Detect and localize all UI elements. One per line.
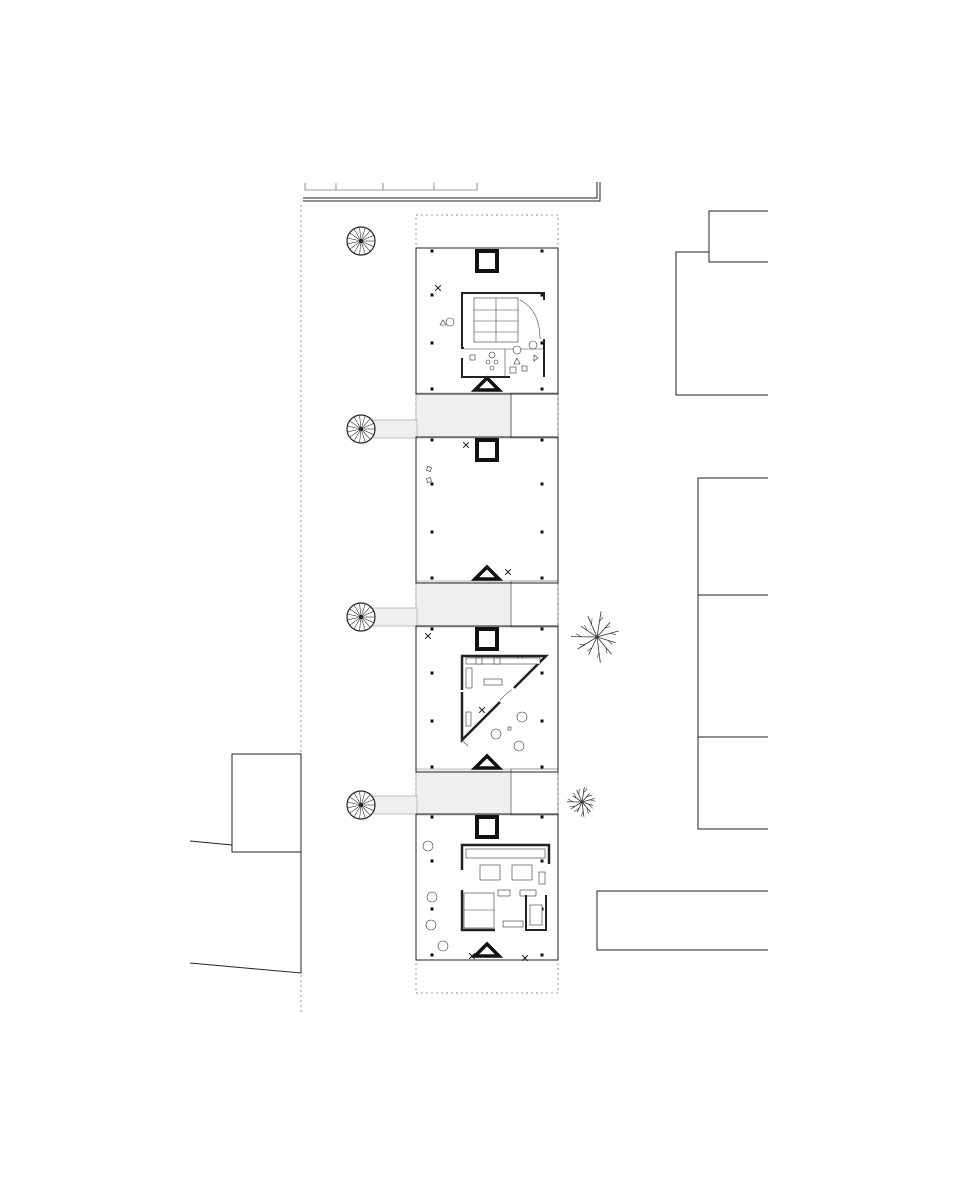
column-post: [540, 341, 544, 345]
column-post: [430, 859, 434, 863]
pavilion-deck: [415, 436, 559, 584]
plant-icon: [521, 954, 529, 962]
column-post: [540, 815, 544, 819]
pavilion-2: [415, 436, 559, 584]
spiral-stairs: [346, 226, 418, 820]
spiral-stair-icon: [346, 226, 376, 256]
plant-icon: [462, 441, 470, 449]
column-post: [540, 627, 544, 631]
column-post: [430, 953, 434, 957]
chimney-square-icon: [475, 627, 499, 651]
bridge-3: [415, 768, 512, 816]
chimney-square-icon: [475, 249, 499, 273]
column-post: [430, 341, 434, 345]
stair-newel: [359, 427, 363, 431]
pavilion-1-interior: [439, 292, 545, 378]
triangle-column-icon: [470, 753, 504, 770]
column-post: [540, 859, 544, 863]
spiral-stair-icon: [346, 602, 418, 632]
column-post: [430, 627, 434, 631]
column-post: [540, 293, 544, 297]
tree-icon: [570, 611, 620, 663]
column-post: [540, 387, 544, 391]
pavilion-1: [415, 247, 559, 395]
triangle-column-icon: [470, 941, 504, 958]
pavilion-2-furniture: [426, 466, 432, 483]
plant-icon: [478, 706, 486, 714]
column-post: [430, 482, 434, 486]
column-post: [430, 576, 434, 580]
tree-icon: [566, 787, 596, 817]
column-post: [540, 953, 544, 957]
pavilions: [415, 247, 559, 962]
plant-icon: [424, 632, 432, 640]
chimney-square-icon: [475, 438, 499, 462]
column-post: [540, 719, 544, 723]
stair-newel: [359, 239, 363, 243]
column-post: [430, 530, 434, 534]
bridges: [415, 392, 559, 816]
column-post: [540, 482, 544, 486]
column-post: [540, 249, 544, 253]
column-post: [430, 438, 434, 442]
stair-newel: [359, 615, 363, 619]
column-post: [430, 249, 434, 253]
column-post: [540, 438, 544, 442]
triangle-column-icon: [470, 564, 504, 581]
column-post: [430, 387, 434, 391]
column-post: [540, 671, 544, 675]
trees: [566, 611, 620, 817]
stair-newel: [359, 803, 363, 807]
pavilion-deck: [415, 813, 559, 961]
neighbor-buildings-left: [189, 753, 302, 974]
column-post: [430, 293, 434, 297]
triangle-column-icon: [470, 375, 504, 392]
plant-icon: [434, 284, 442, 292]
column-post: [540, 576, 544, 580]
pavilion-4-interior: [422, 840, 551, 952]
neighbor-buildings-right: [596, 210, 768, 951]
column-post: [430, 671, 434, 675]
bridge-2: [415, 580, 512, 628]
plant-icon: [468, 952, 476, 960]
spiral-stair-icon: [346, 790, 418, 820]
column-post: [540, 765, 544, 769]
pavilion-3-interior: [460, 654, 550, 752]
pavilion-4: [415, 813, 559, 961]
bridge-1: [415, 392, 512, 439]
spiral-stair-icon: [346, 414, 418, 444]
pavilion-3: [415, 625, 559, 773]
column-post: [430, 907, 434, 911]
column-post: [540, 530, 544, 534]
column-post: [430, 765, 434, 769]
column-post: [430, 719, 434, 723]
chimney-square-icon: [475, 815, 499, 839]
plant-icon: [504, 568, 512, 576]
pavilion-deck: [415, 625, 559, 773]
column-post: [430, 815, 434, 819]
pavilion-deck: [415, 247, 559, 395]
